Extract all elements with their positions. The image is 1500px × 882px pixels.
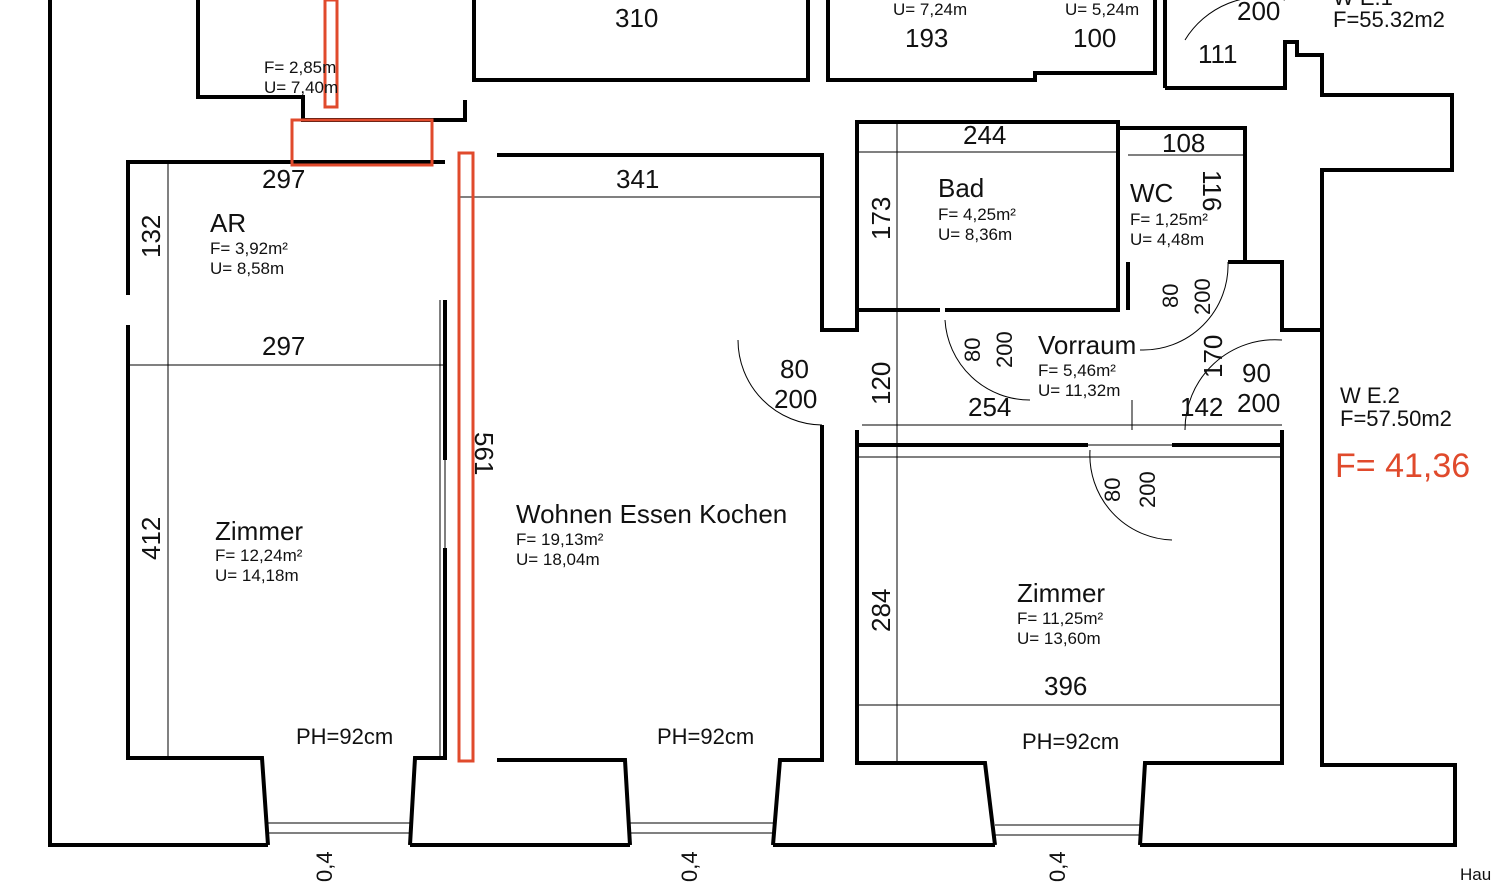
- dim: 100: [1073, 23, 1116, 53]
- room-area: F= 3,92m²: [210, 239, 288, 258]
- room-area: F= 12,24m²: [215, 546, 303, 565]
- room-area: F= 1,25m²: [1130, 210, 1208, 229]
- room-name: Zimmer: [1017, 578, 1105, 608]
- dim: 108: [1162, 128, 1205, 158]
- ceiling-height: PH=92cm: [657, 724, 754, 749]
- room-name: WC: [1130, 178, 1173, 208]
- dim: 254: [968, 392, 1011, 422]
- label: U= 7,24m: [893, 0, 967, 19]
- door-height: 200: [992, 331, 1017, 368]
- room-perimeter: U= 4,48m: [1130, 230, 1204, 249]
- dim: 310: [615, 3, 658, 33]
- door-width: 80: [1100, 478, 1125, 502]
- room-perimeter: U= 11,32m: [1038, 381, 1120, 400]
- room-name: Bad: [938, 173, 984, 203]
- label: W E.1: [1333, 0, 1393, 10]
- red-marked-opening: [290, 118, 434, 167]
- dim: 200: [1237, 0, 1280, 26]
- red-marked-wall: [457, 151, 475, 763]
- dim: 297: [262, 164, 305, 194]
- dim: 341: [616, 164, 659, 194]
- door-height: 200: [1190, 278, 1215, 315]
- walls: [48, 0, 1457, 847]
- room-area: F= 5,46m²: [1038, 361, 1116, 380]
- label: F=55.32m2: [1333, 7, 1445, 32]
- door-height: 200: [774, 384, 817, 414]
- dim: 142: [1180, 392, 1223, 422]
- room-perimeter: U= 13,60m: [1017, 629, 1101, 648]
- dim: 561: [469, 432, 499, 475]
- room-perimeter: U= 8,36m: [938, 225, 1012, 244]
- room-name: Wohnen Essen Kochen: [516, 499, 787, 529]
- label: F= 2,85m: [264, 58, 336, 77]
- door-width: 80: [960, 338, 985, 362]
- room-area: F= 19,13m²: [516, 530, 604, 549]
- red-marked-wall-top: [323, 0, 339, 109]
- door-height: 200: [1135, 471, 1160, 508]
- room-name: AR: [210, 208, 246, 238]
- unit-area: F=57.50m2: [1340, 406, 1452, 431]
- room-name: Zimmer: [215, 516, 303, 546]
- highlighted-area: F= 41,36: [1335, 447, 1470, 485]
- dim: 244: [963, 120, 1006, 150]
- room-perimeter: U= 8,58m: [210, 259, 284, 278]
- room-perimeter: U= 18,04m: [516, 550, 600, 569]
- dim: 297: [262, 331, 305, 361]
- label: U= 5,24m: [1065, 0, 1139, 19]
- door-width: 80: [1158, 284, 1183, 308]
- sill-height: 0,4: [1045, 851, 1070, 882]
- room-perimeter: U= 14,18m: [215, 566, 299, 585]
- dim: 284: [866, 589, 896, 632]
- dim: 412: [136, 517, 166, 560]
- dim: 120: [866, 362, 896, 405]
- dim: 396: [1044, 671, 1087, 701]
- dim: 132: [136, 215, 166, 258]
- dim: 116: [1197, 170, 1227, 211]
- sill-height: 0,4: [677, 851, 702, 882]
- door-width: 80: [780, 354, 809, 384]
- label: U= 7,40m: [264, 78, 338, 97]
- label: Hau: [1460, 865, 1491, 882]
- door-height: 200: [1237, 388, 1280, 418]
- dim: 111: [1198, 39, 1238, 69]
- unit-label: W E.2: [1340, 383, 1400, 408]
- ceiling-height: PH=92cm: [296, 724, 393, 749]
- ceiling-height: PH=92cm: [1022, 729, 1119, 754]
- dim: 170: [1198, 335, 1228, 378]
- dim: 173: [866, 197, 896, 240]
- sill-height: 0,4: [312, 851, 337, 882]
- room-area: F= 4,25m²: [938, 205, 1016, 224]
- door-width: 90: [1242, 358, 1271, 388]
- dim: 193: [905, 23, 948, 53]
- room-area: F= 11,25m²: [1017, 609, 1103, 628]
- room-name: Vorraum: [1038, 330, 1136, 360]
